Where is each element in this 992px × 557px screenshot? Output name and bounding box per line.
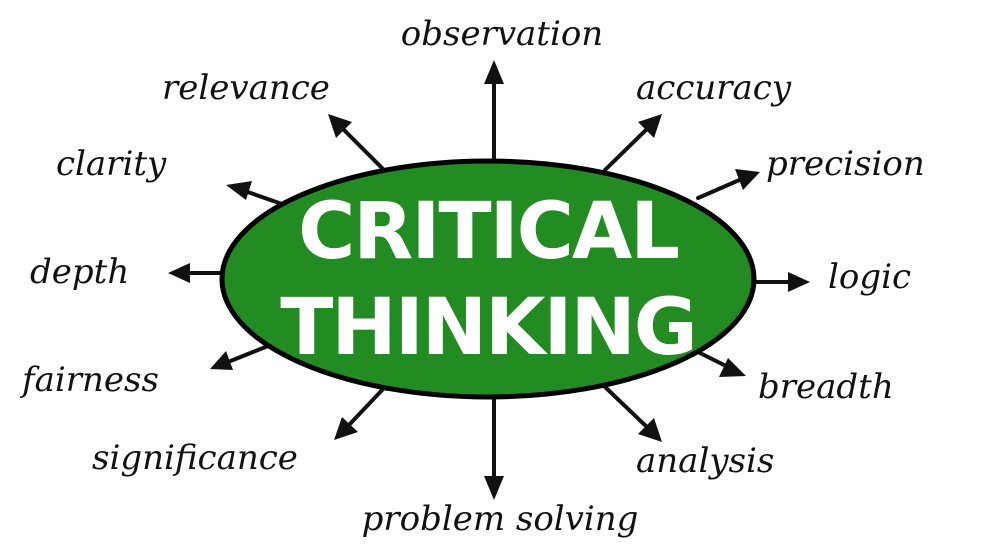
arrow-precision — [696, 176, 746, 200]
term-relevance: relevance — [162, 68, 330, 108]
center-ellipse — [219, 158, 757, 400]
terms: observation accuracy precision logic bre… — [19, 14, 925, 539]
arrow-significance — [346, 386, 386, 428]
arrowhead-breadth — [719, 358, 746, 377]
term-observation: observation — [401, 14, 603, 54]
arrow-relevance — [340, 126, 386, 172]
term-analysis: analysis — [636, 441, 774, 481]
arrowhead-fairness — [210, 351, 233, 370]
arrowhead-accuracy — [638, 114, 662, 138]
arrow-clarity — [240, 188, 284, 206]
arrow-fairness — [226, 344, 270, 364]
arrowhead-relevance — [328, 114, 352, 138]
arrowhead-clarity — [226, 181, 252, 200]
term-clarity: clarity — [56, 144, 167, 184]
arrow-analysis — [602, 384, 650, 430]
arrowhead-observation — [484, 60, 504, 84]
term-precision: precision — [766, 144, 925, 184]
arrowhead-problem-solving — [484, 476, 504, 500]
arrowhead-depth — [168, 263, 190, 283]
arrowhead-analysis — [638, 418, 662, 442]
term-fairness: fairness — [19, 360, 159, 400]
center-line-1: CRITICAL — [298, 187, 678, 277]
term-significance: significance — [92, 438, 298, 478]
arrows — [168, 60, 810, 500]
term-depth: depth — [30, 252, 129, 292]
term-breadth: breadth — [758, 367, 894, 407]
term-logic: logic — [828, 257, 911, 297]
arrowhead-logic — [788, 272, 810, 292]
term-problem-solving: problem solving — [362, 499, 639, 539]
arrowhead-precision — [735, 169, 760, 190]
arrow-accuracy — [603, 126, 650, 172]
arrowhead-significance — [334, 417, 358, 440]
term-accuracy: accuracy — [636, 68, 792, 108]
center-line-2: THINKING — [280, 283, 696, 373]
